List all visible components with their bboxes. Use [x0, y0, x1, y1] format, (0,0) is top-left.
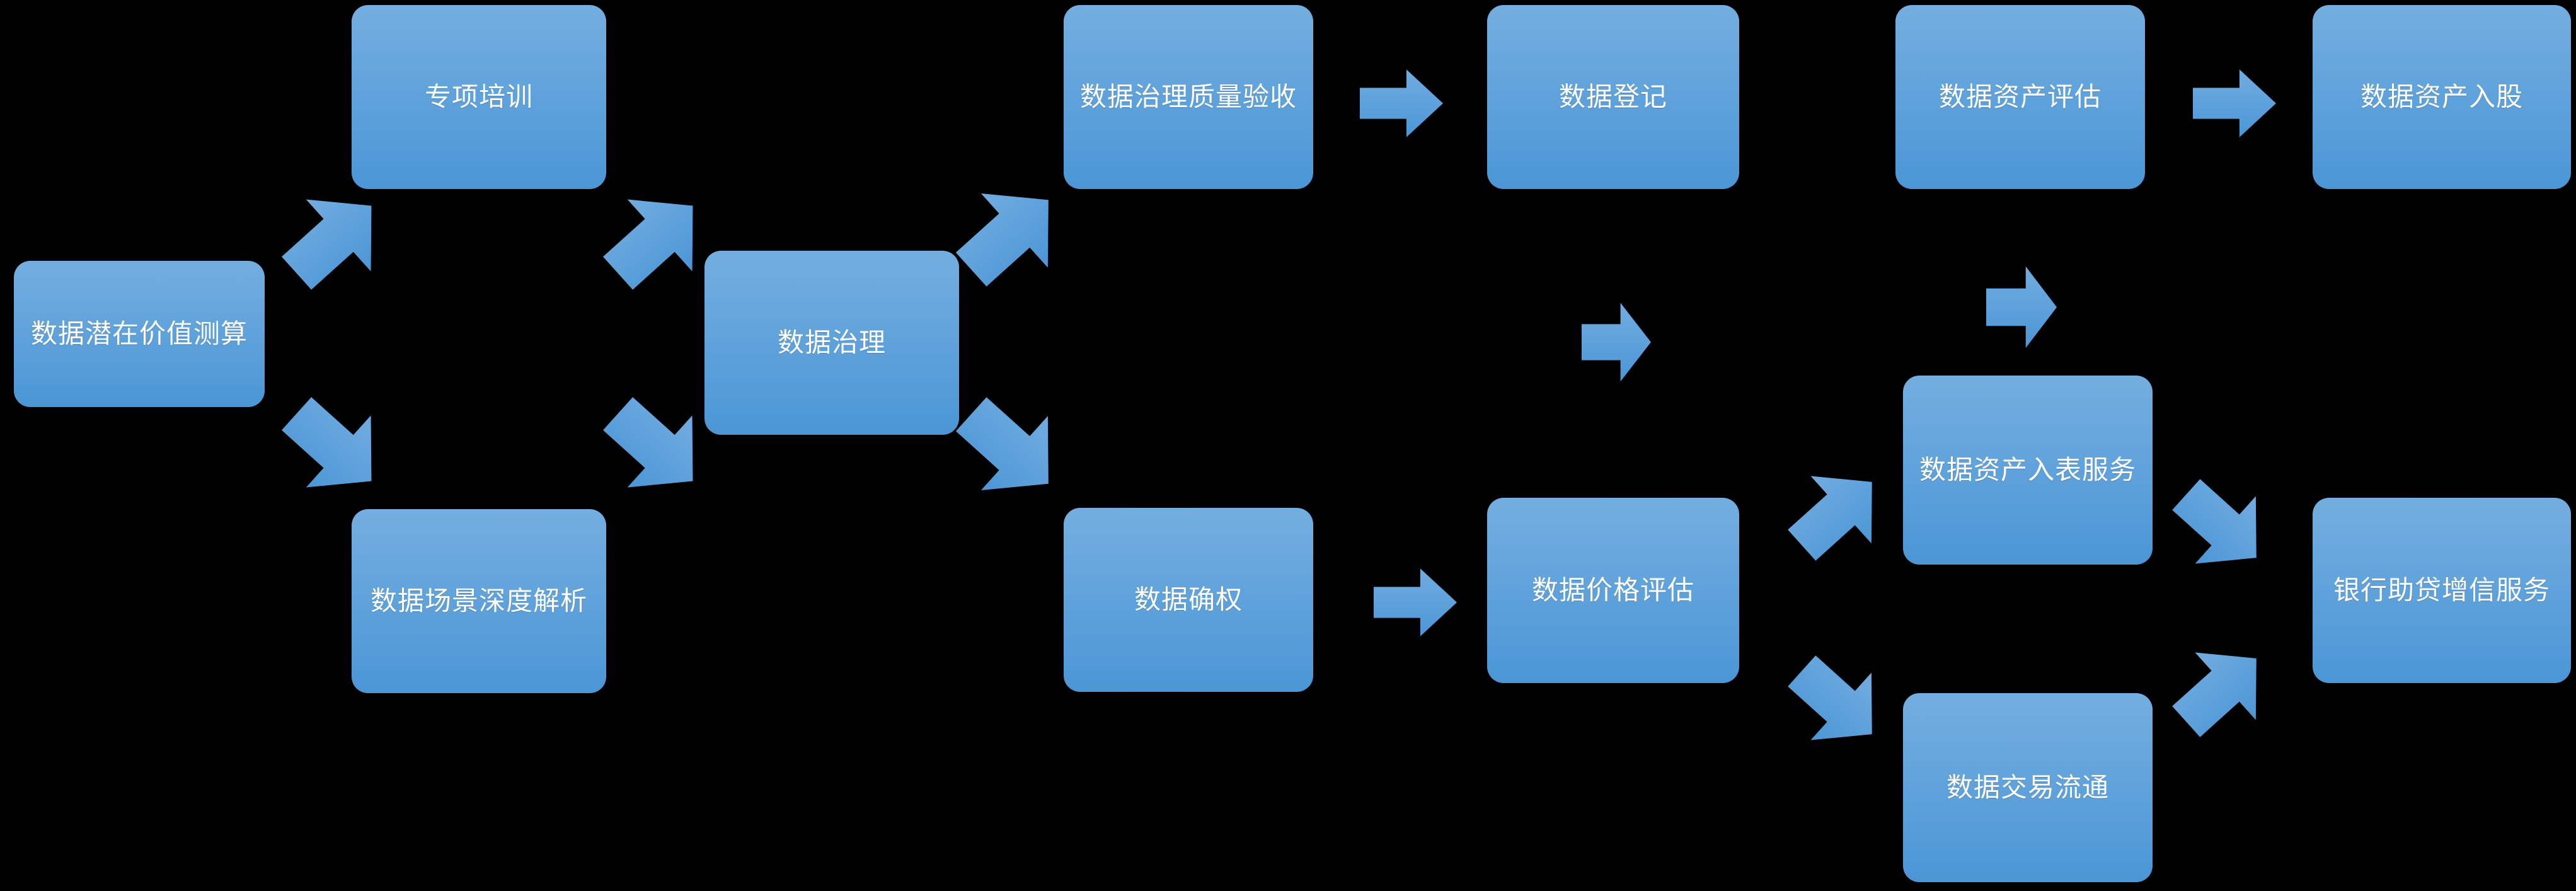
flow-arrow-down-right-icon — [936, 376, 1083, 522]
process-node-n4[interactable]: 数据治理 — [704, 251, 959, 435]
flow-arrow-down-icon — [1582, 301, 1651, 383]
flow-arrow-down-right-icon — [1770, 636, 1904, 769]
process-node-label: 数据确权 — [1134, 585, 1243, 615]
process-node-label: 数据交易流通 — [1946, 773, 2109, 803]
process-node-label: 专项培训 — [424, 82, 533, 112]
flow-arrow-down-right-icon — [263, 376, 405, 519]
flow-arrow-up-right-icon — [2154, 623, 2288, 757]
flow-arrow-down-right-icon — [584, 168, 727, 311]
process-node-n2[interactable]: 专项培训 — [352, 5, 606, 189]
process-node-n10[interactable]: 数据价格评估 — [1487, 498, 1739, 683]
process-node-label: 数据资产入表服务 — [1919, 455, 2136, 485]
process-node-label: 数据治理 — [777, 328, 886, 358]
flow-arrow-up-right-icon — [936, 161, 1083, 308]
flow-arrow-up-right-icon — [1770, 447, 1904, 580]
process-node-n12[interactable]: 数据交易流通 — [1903, 693, 2153, 882]
process-node-label: 数据登记 — [1558, 82, 1667, 112]
process-node-n7[interactable]: 数据资产评估 — [1895, 5, 2145, 189]
flow-arrow-down-right-icon — [2154, 459, 2288, 593]
flow-arrow-up-right-icon — [584, 376, 727, 519]
process-node-n11[interactable]: 数据资产入表服务 — [1903, 376, 2153, 565]
process-node-label: 数据价格评估 — [1531, 575, 1694, 606]
flow-arrow-right-icon — [1360, 68, 1443, 139]
process-node-n6[interactable]: 数据登记 — [1487, 5, 1739, 189]
process-node-n13[interactable]: 银行助贷增信服务 — [2313, 498, 2571, 683]
process-node-n1[interactable]: 数据潜在价值测算 — [14, 261, 265, 407]
process-node-label: 数据潜在价值测算 — [30, 319, 248, 349]
process-node-n3[interactable]: 数据场景深度解析 — [352, 509, 606, 693]
flow-arrow-up-right-icon — [263, 168, 405, 311]
flow-arrow-right-icon — [2193, 68, 2276, 139]
process-node-label: 数据治理质量验收 — [1079, 82, 1297, 112]
process-node-n5[interactable]: 数据治理质量验收 — [1064, 5, 1313, 189]
process-node-label: 数据场景深度解析 — [370, 586, 587, 616]
process-node-n8[interactable]: 数据资产入股 — [2313, 5, 2571, 189]
process-node-label: 数据资产评估 — [1938, 82, 2102, 112]
process-node-label: 银行助贷增信服务 — [2333, 575, 2550, 606]
process-node-n9[interactable]: 数据确权 — [1064, 508, 1313, 692]
process-node-label: 数据资产入股 — [2360, 82, 2523, 112]
flow-arrow-right-icon — [1374, 567, 1457, 638]
flow-arrow-up-icon — [1986, 265, 2057, 350]
